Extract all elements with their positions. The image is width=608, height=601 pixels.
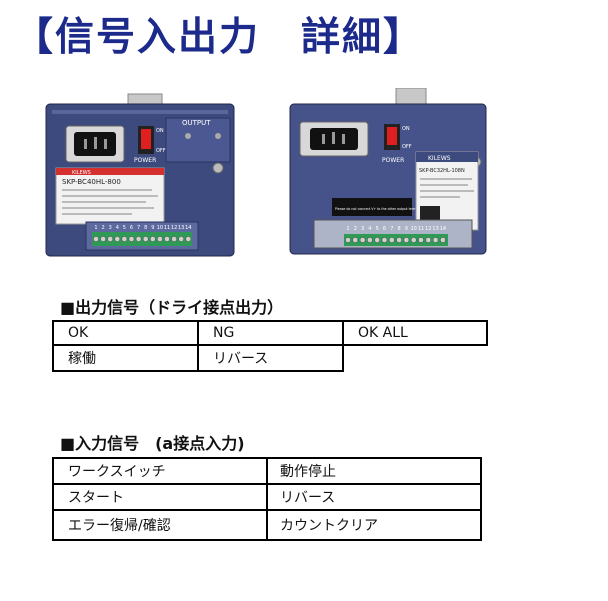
terminal-screw xyxy=(178,236,185,242)
terminal-number: 12 xyxy=(425,226,431,232)
switch-off-label: OFF xyxy=(402,144,412,150)
terminal-screw xyxy=(388,237,395,243)
terminal-number: 3 xyxy=(109,225,112,231)
terminal-screw xyxy=(381,237,388,243)
terminal-screw xyxy=(367,237,373,243)
table-cell: 動作停止 xyxy=(266,457,482,485)
terminal-screw xyxy=(352,237,359,243)
terminal-number: 5 xyxy=(376,226,379,232)
terminal-number: 6 xyxy=(130,225,133,231)
power-label: POWER xyxy=(134,157,156,164)
input-signals-table: ワークスイッチ 動作停止 スタート リバース エラー復帰/確認 カウントクリア xyxy=(52,457,482,541)
terminal-screw xyxy=(135,236,142,242)
terminal-screw xyxy=(164,236,170,242)
terminal-number: 1 xyxy=(94,225,97,231)
terminal-screws xyxy=(345,237,446,243)
terminal-number: 14 xyxy=(440,226,446,232)
terminal-number: 7 xyxy=(390,226,393,232)
terminal-screw xyxy=(114,236,121,242)
warning-label: Please do not connect V+ to the other ou… xyxy=(335,207,425,211)
terminal-number: 11 xyxy=(164,225,170,231)
terminal-screw xyxy=(425,237,432,243)
terminal-number: 9 xyxy=(405,226,408,232)
table-row: エラー復帰/確認 カウントクリア xyxy=(52,509,482,541)
terminal-number: 2 xyxy=(354,226,357,232)
table-cell: ワークスイッチ xyxy=(52,457,268,485)
terminal-screw xyxy=(142,236,149,242)
terminal-screw xyxy=(128,236,135,242)
terminal-screw xyxy=(396,237,402,243)
brand-label: KILEWS xyxy=(72,170,91,176)
terminal-number: 13 xyxy=(432,226,438,232)
terminal-number: 8 xyxy=(144,225,147,231)
table-cell: カウントクリア xyxy=(266,509,482,541)
model-label: SKP-BC40HL-800 xyxy=(62,178,121,186)
table-row: スタート リバース xyxy=(52,483,482,511)
terminal-number: 13 xyxy=(178,225,184,231)
device-photo-right: ON OFF POWER Please do not connect V+ to… xyxy=(286,88,492,260)
output-signals-heading: ■出力信号（ドライ接点出力） xyxy=(60,298,284,317)
table-row: OK NG OK ALL xyxy=(52,320,488,346)
terminal-number: 2 xyxy=(102,225,105,231)
terminal-number: 6 xyxy=(383,226,386,232)
terminal-screw xyxy=(107,236,114,242)
switch-on-label: ON xyxy=(402,126,410,132)
terminal-number: 4 xyxy=(368,226,371,232)
terminal-screw xyxy=(149,236,156,242)
terminal-screw xyxy=(93,236,99,242)
input-signals-heading: ■入力信号 (a接点入力) xyxy=(60,434,245,453)
table-cell: NG xyxy=(197,320,344,346)
output-label: OUTPUT xyxy=(182,119,211,127)
terminal-number: 8 xyxy=(398,226,401,232)
terminal-screw xyxy=(403,237,410,243)
page-title: 【信号入出力 詳細】 xyxy=(14,15,425,60)
model-label: SKP-BC32HL-108N xyxy=(419,168,465,174)
terminal-screw xyxy=(410,237,417,243)
table-row: 稼働 リバース xyxy=(52,344,487,372)
terminal-screw xyxy=(121,236,128,242)
terminal-number: 10 xyxy=(411,226,417,232)
terminal-number: 14 xyxy=(185,225,191,231)
table-row: ワークスイッチ 動作停止 xyxy=(52,457,482,485)
terminal-number: 11 xyxy=(418,226,424,232)
terminal-number: 7 xyxy=(137,225,140,231)
table-cell: スタート xyxy=(52,483,268,511)
terminal-screws xyxy=(93,236,192,242)
terminal-screw xyxy=(171,236,177,242)
device-photo-left: OUTPUT ON OFF POWER KILEWS SKP-BC40HL-80… xyxy=(42,92,238,260)
terminal-screw xyxy=(359,237,366,243)
power-label: POWER xyxy=(382,157,404,164)
terminal-screw xyxy=(157,236,163,242)
table-cell: エラー復帰/確認 xyxy=(52,509,268,541)
terminal-number: 3 xyxy=(361,226,364,232)
table-cell: OK xyxy=(52,320,199,346)
table-cell-empty xyxy=(343,344,487,371)
terminal-number: 12 xyxy=(171,225,177,231)
terminal-number: 4 xyxy=(116,225,119,231)
terminal-screw xyxy=(432,237,439,243)
brand-label: KILEWS xyxy=(428,155,451,162)
table-cell: OK ALL xyxy=(342,320,488,346)
terminal-screw xyxy=(100,236,106,242)
terminal-number: 9 xyxy=(151,225,154,231)
terminal-number: 1 xyxy=(346,226,349,232)
terminal-screw xyxy=(418,237,424,243)
table-cell: 稼働 xyxy=(52,344,199,372)
switch-on-label: ON xyxy=(156,128,164,134)
terminal-screw xyxy=(185,236,192,242)
terminal-number: 5 xyxy=(123,225,126,231)
terminal-screw xyxy=(440,237,446,243)
switch-off-label: OFF xyxy=(156,148,166,154)
terminal-screw xyxy=(345,237,351,243)
terminal-screw xyxy=(374,237,381,243)
table-cell: リバース xyxy=(266,483,482,511)
output-signals-table: OK NG OK ALL 稼働 リバース xyxy=(52,320,488,372)
table-cell: リバース xyxy=(197,344,344,372)
terminal-number: 10 xyxy=(157,225,163,231)
